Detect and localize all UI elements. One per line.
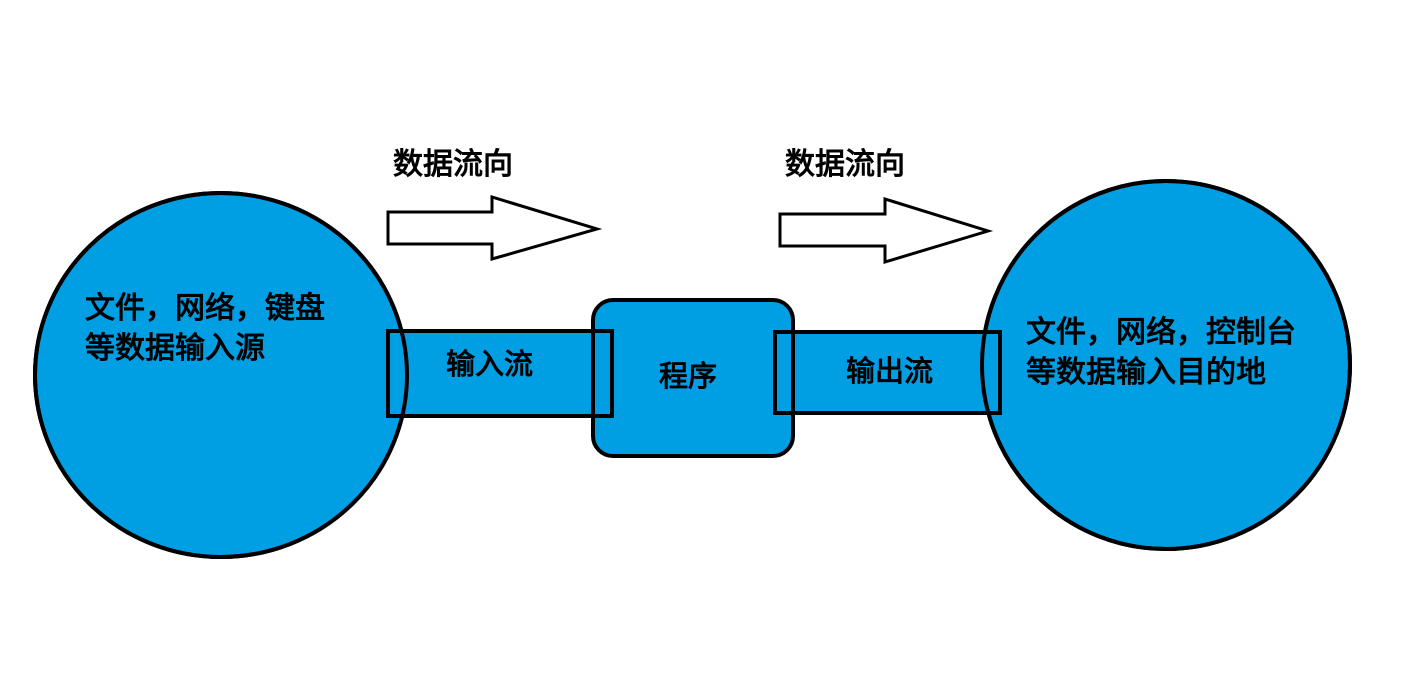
input-stream-pipe-outline [386,329,614,418]
data-destination-circle-outline [980,179,1352,551]
data-flow-arrow-right [778,196,994,265]
program-label: 程序 [659,359,717,393]
output-stream-label: 输出流 [846,354,933,388]
destination-label-line1: 文件，网络，控制台 [1026,315,1296,350]
data-flow-label-right: 数据流向 [785,147,905,182]
source-label-line2: 等数据输入源 [85,331,265,366]
input-stream-label: 输入流 [446,347,533,381]
destination-label-line2: 等数据输入目的地 [1026,355,1266,390]
arrow-right-icon [386,194,603,261]
data-flow-arrow-left [386,194,603,261]
output-stream-pipe-outline [773,330,1002,415]
program-box [591,298,795,458]
data-source-circle-outline [33,191,409,559]
data-flow-label-left: 数据流向 [393,147,513,182]
source-label-line1: 文件，网络，键盘 [85,291,325,326]
arrow-right-icon [778,196,994,265]
